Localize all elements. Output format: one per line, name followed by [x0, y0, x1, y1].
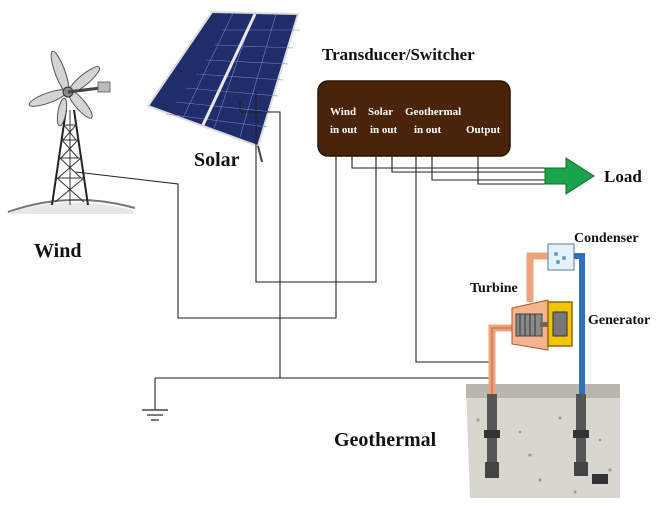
- output-port-label: Output: [466, 124, 501, 136]
- turbine-label: Turbine: [470, 281, 518, 296]
- condenser-label: Condenser: [574, 231, 639, 246]
- geothermal-port-io: in out: [414, 124, 442, 136]
- geothermal-port-label: Geothermal: [405, 106, 461, 118]
- generator-label: Generator: [588, 313, 650, 328]
- wiring: [75, 92, 548, 421]
- wind-port-io: in out: [330, 124, 358, 136]
- load-arrow: [544, 157, 595, 195]
- solar-label: Solar: [194, 149, 240, 171]
- transducer-title: Transducer/Switcher: [322, 45, 475, 64]
- load-label: Load: [604, 167, 642, 186]
- wind-label: Wind: [34, 240, 81, 262]
- wind-port-label: Wind: [330, 106, 356, 118]
- solar-port-io: in out: [370, 124, 398, 136]
- geothermal-plant-illustration: [466, 243, 620, 498]
- wind-turbine-illustration: [7, 50, 136, 214]
- geothermal-label: Geothermal: [334, 429, 437, 451]
- solar-port-label: Solar: [368, 106, 393, 118]
- solar-panel-illustration: [146, 10, 300, 163]
- transducer-box: Wind in out Solar in out Geothermal in o…: [317, 80, 511, 157]
